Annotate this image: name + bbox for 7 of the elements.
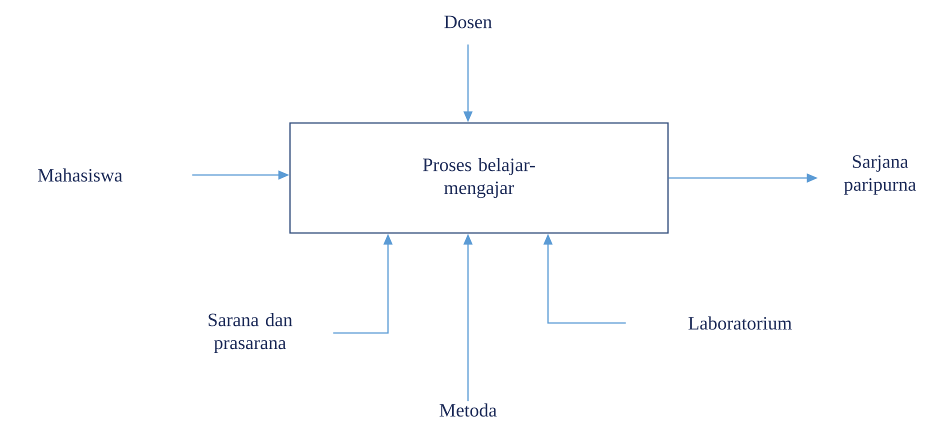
input-label: Sarana dan prasarana: [208, 312, 292, 354]
input-label: Sarjana paripurna: [844, 155, 916, 195]
process-box: Proses belajar-mengajar: [289, 122, 669, 234]
input-label: Metoda: [440, 403, 497, 417]
input-label: Dosen: [444, 16, 492, 28]
input-label: Laboratorium: [688, 316, 792, 330]
input-label: Mahasiswa: [38, 168, 122, 182]
